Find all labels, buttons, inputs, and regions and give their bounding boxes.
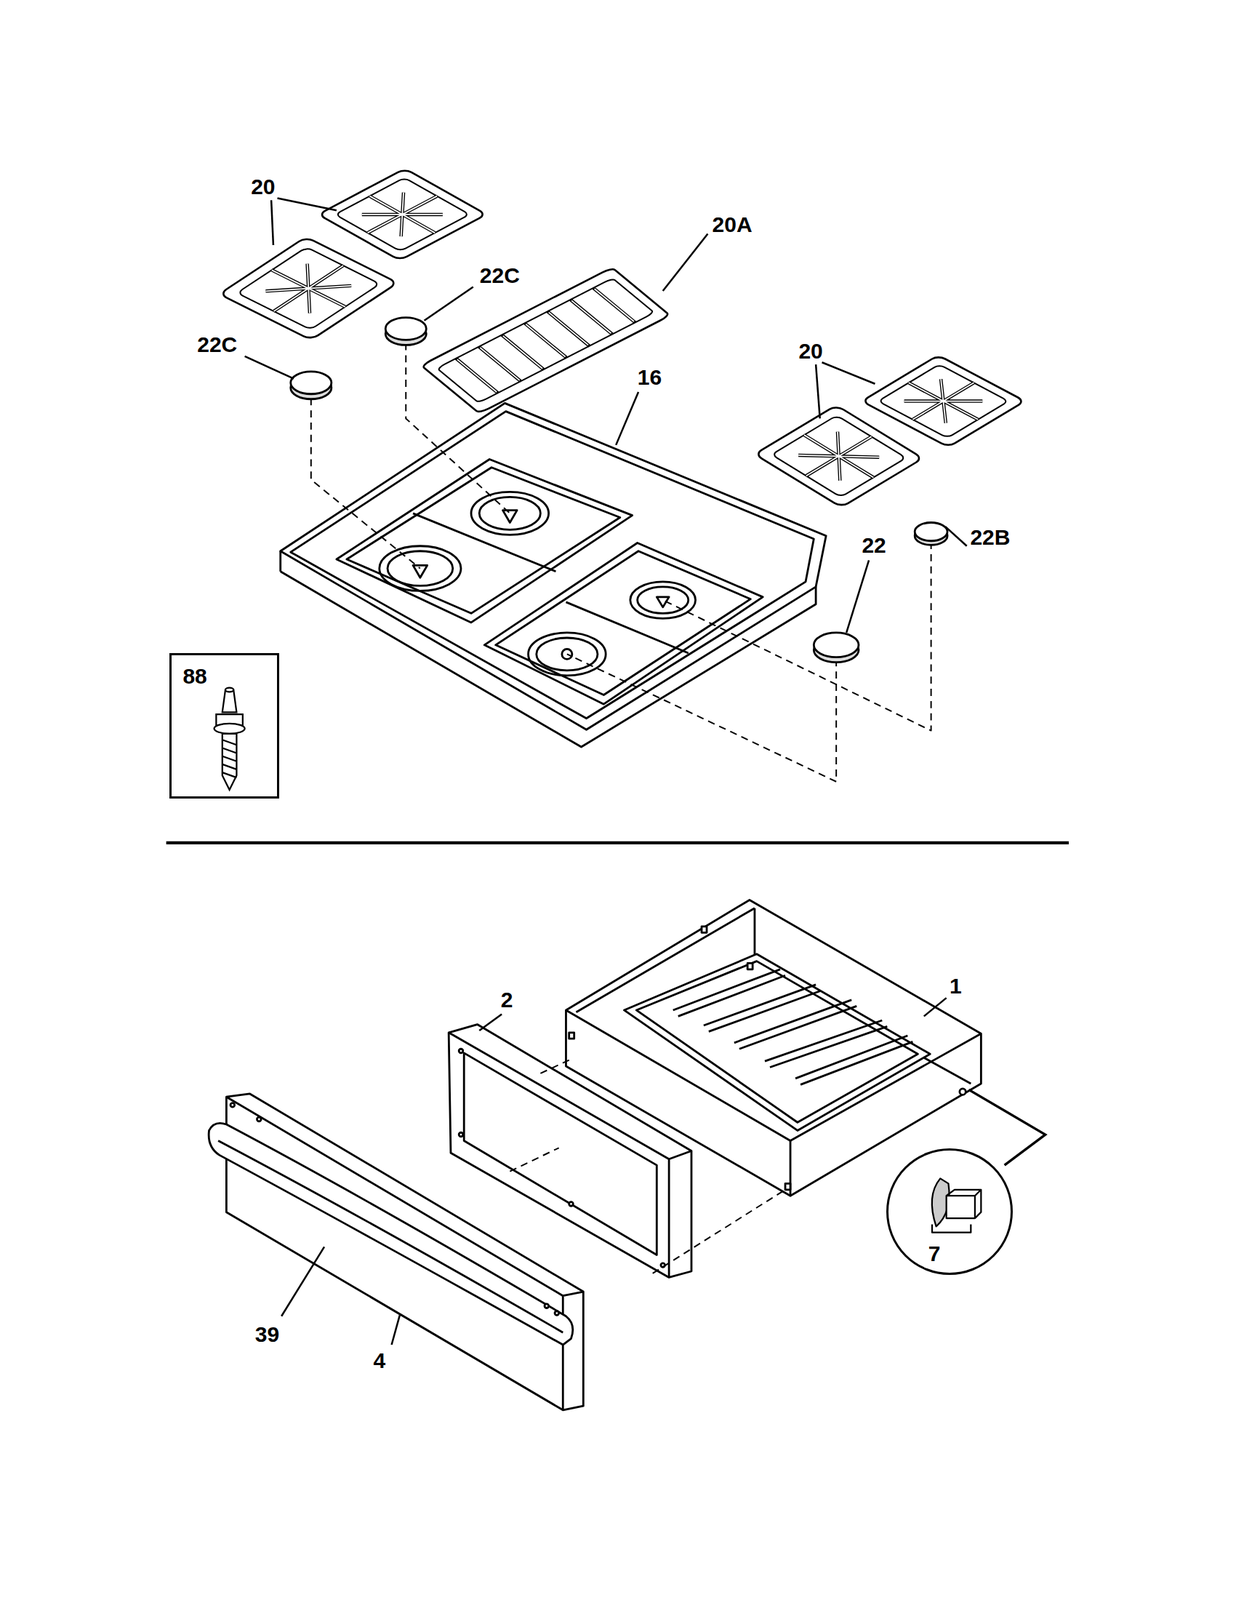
callout-number: 22	[860, 533, 888, 557]
callout-number: 7	[928, 1242, 941, 1265]
callout-number: 20	[249, 175, 277, 199]
callout-number: 1	[948, 974, 964, 998]
callout-number: 16	[636, 365, 664, 389]
detail-box: 88	[169, 652, 280, 800]
callout-number: 88	[182, 665, 207, 688]
callout-number: 4	[371, 1348, 387, 1372]
callout-number: 2	[499, 988, 515, 1012]
callout-number: 20A	[711, 213, 754, 237]
callout-number: 22C	[478, 263, 522, 288]
callout-number: 20	[796, 339, 824, 363]
callout-number: 22B	[968, 525, 1012, 549]
callout-number: 22C	[195, 332, 239, 357]
callout-number: 39	[253, 1322, 281, 1346]
detail-circle: 7	[886, 1148, 1013, 1275]
